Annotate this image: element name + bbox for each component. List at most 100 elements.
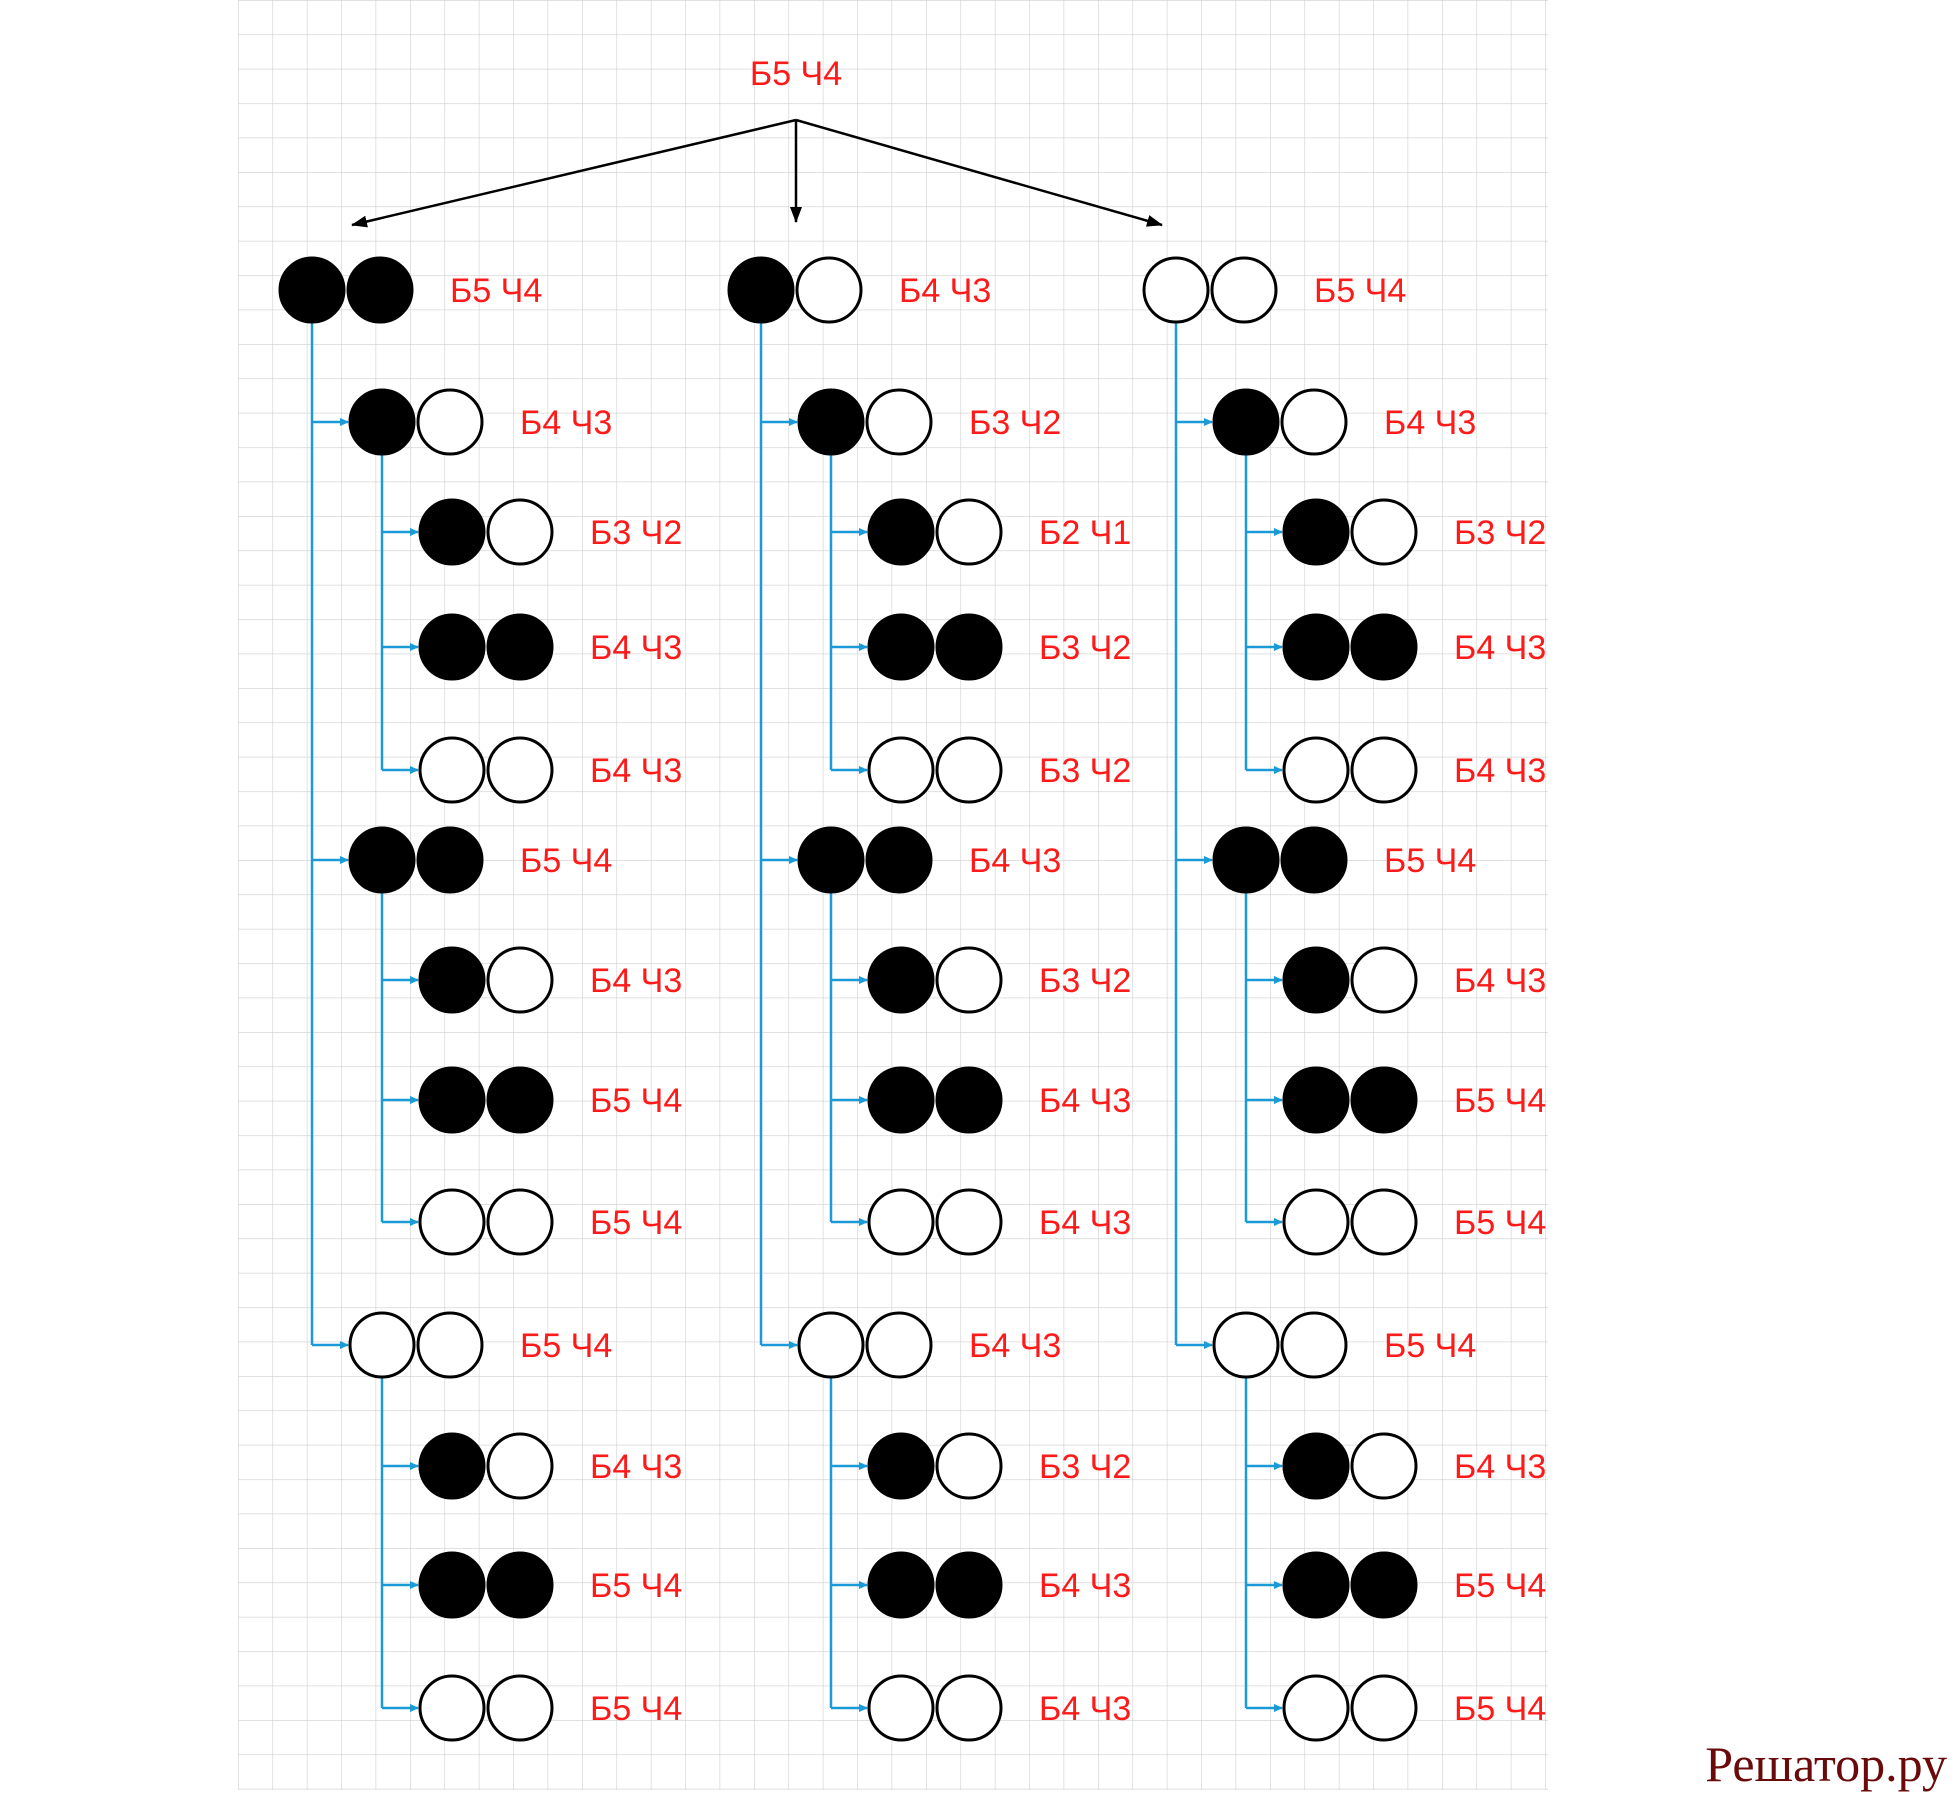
white-ball bbox=[418, 1674, 486, 1742]
leaf-node: Б5 Ч4 bbox=[1282, 1674, 1546, 1742]
black-ball bbox=[486, 1066, 554, 1134]
black-ball bbox=[1280, 826, 1348, 894]
black-ball bbox=[1350, 613, 1418, 681]
node-label: Б5 Ч4 bbox=[520, 842, 612, 880]
white-ball bbox=[867, 736, 935, 804]
white-ball bbox=[1280, 1311, 1348, 1379]
black-ball bbox=[1282, 1551, 1350, 1619]
leaf-node: Б5 Ч4 bbox=[418, 1066, 682, 1134]
node-label: Б4 Ч3 bbox=[590, 1448, 682, 1486]
node-label: Б5 Ч4 bbox=[520, 1327, 612, 1365]
node-label: Б5 Ч4 bbox=[1454, 1567, 1546, 1605]
grid-background bbox=[238, 0, 1548, 1790]
black-ball bbox=[486, 1551, 554, 1619]
node-label: Б4 Ч3 bbox=[899, 272, 991, 310]
black-ball bbox=[418, 946, 486, 1014]
white-ball bbox=[865, 388, 933, 456]
node-label: Б4 Ч3 bbox=[1454, 962, 1546, 1000]
leaf-node: Б4 Ч3 bbox=[867, 1551, 1131, 1619]
white-ball bbox=[1280, 388, 1348, 456]
leaf-node: Б3 Ч2 bbox=[867, 613, 1131, 681]
white-ball bbox=[486, 498, 554, 566]
node-label: Б5 Ч4 bbox=[1454, 1204, 1546, 1242]
node-label: Б5 Ч4 bbox=[1454, 1690, 1546, 1728]
white-ball bbox=[348, 1311, 416, 1379]
black-ball bbox=[416, 826, 484, 894]
root-arrows bbox=[351, 118, 1163, 228]
node-label: Б5 Ч4 bbox=[590, 1204, 682, 1242]
nodes: Б5 Ч4 Б4 Ч3 Б3 Ч2 Б4 Ч3 Б4 Ч3 Б5 Ч4 Б4 Ч3 Б5 Ч4… bbox=[278, 256, 1546, 1742]
black-ball bbox=[1282, 1432, 1350, 1500]
black-ball bbox=[935, 613, 1003, 681]
node-label: Б4 Ч3 bbox=[590, 629, 682, 667]
white-ball bbox=[1210, 256, 1278, 324]
black-ball bbox=[348, 388, 416, 456]
node-label: Б4 Ч3 bbox=[1454, 1448, 1546, 1486]
black-ball bbox=[418, 1066, 486, 1134]
leaf-node: Б3 Ч2 bbox=[1282, 498, 1546, 566]
node-label: Б5 Ч4 bbox=[1384, 842, 1476, 880]
node-label: Б3 Ч2 bbox=[1039, 752, 1131, 790]
white-ball bbox=[1212, 1311, 1280, 1379]
black-ball bbox=[867, 1551, 935, 1619]
node-label: Б4 Ч3 bbox=[1384, 404, 1476, 442]
leaf-node: Б4 Ч3 bbox=[418, 613, 682, 681]
black-ball bbox=[418, 498, 486, 566]
group-head: Б4 Ч3 bbox=[348, 388, 612, 456]
leaf-node: Б3 Ч2 bbox=[867, 946, 1131, 1014]
leaf-node: Б5 Ч4 bbox=[418, 1674, 682, 1742]
leaf-node: Б4 Ч3 bbox=[1282, 613, 1546, 681]
white-ball bbox=[418, 1188, 486, 1256]
black-ball bbox=[797, 826, 865, 894]
node-label: Б3 Ч2 bbox=[1454, 514, 1546, 552]
white-ball bbox=[935, 946, 1003, 1014]
leaf-node: Б4 Ч3 bbox=[867, 1674, 1131, 1742]
black-ball bbox=[727, 256, 795, 324]
leaf-node: Б4 Ч3 bbox=[418, 736, 682, 804]
leaf-node: Б4 Ч3 bbox=[1282, 946, 1546, 1014]
watermark: Решатор.ру bbox=[1705, 1736, 1947, 1792]
white-ball bbox=[1350, 1432, 1418, 1500]
node-label: Б3 Ч2 bbox=[1039, 962, 1131, 1000]
black-ball bbox=[348, 826, 416, 894]
black-ball bbox=[935, 1551, 1003, 1619]
node-label: Б4 Ч3 bbox=[1454, 629, 1546, 667]
node-label: Б4 Ч3 bbox=[590, 962, 682, 1000]
white-ball bbox=[1350, 1188, 1418, 1256]
white-ball bbox=[1350, 498, 1418, 566]
leaf-node: Б4 Ч3 bbox=[418, 946, 682, 1014]
node-label: Б5 Ч4 bbox=[1314, 272, 1406, 310]
root-arrow bbox=[351, 118, 797, 228]
node-label: Б5 Ч4 bbox=[590, 1567, 682, 1605]
white-ball bbox=[486, 1432, 554, 1500]
leaf-node: Б4 Ч3 bbox=[867, 1188, 1131, 1256]
black-ball bbox=[418, 1432, 486, 1500]
node-label: Б4 Ч3 bbox=[969, 1327, 1061, 1365]
branch-head: Б5 Ч4 bbox=[1142, 256, 1406, 324]
white-ball bbox=[1350, 946, 1418, 1014]
node-label: Б5 Ч4 bbox=[590, 1082, 682, 1120]
node-label: Б5 Ч4 bbox=[450, 272, 542, 310]
white-ball bbox=[1350, 1674, 1418, 1742]
white-ball bbox=[1350, 736, 1418, 804]
group-head: Б4 Ч3 bbox=[1212, 388, 1476, 456]
leaf-node: Б3 Ч2 bbox=[867, 736, 1131, 804]
node-label: Б3 Ч2 bbox=[590, 514, 682, 552]
white-ball bbox=[867, 1188, 935, 1256]
leaf-node: Б4 Ч3 bbox=[1282, 1432, 1546, 1500]
leaf-node: Б3 Ч2 bbox=[418, 498, 682, 566]
node-label: Б4 Ч3 bbox=[1039, 1567, 1131, 1605]
root-arrow bbox=[795, 118, 1163, 227]
black-ball bbox=[278, 256, 346, 324]
black-ball bbox=[346, 256, 414, 324]
group-head: Б5 Ч4 bbox=[348, 826, 612, 894]
black-ball bbox=[1212, 388, 1280, 456]
node-label: Б3 Ч2 bbox=[1039, 1448, 1131, 1486]
white-ball bbox=[486, 1674, 554, 1742]
node-label: Б4 Ч3 bbox=[520, 404, 612, 442]
black-ball bbox=[486, 613, 554, 681]
black-ball bbox=[1282, 613, 1350, 681]
white-ball bbox=[486, 946, 554, 1014]
white-ball bbox=[935, 1188, 1003, 1256]
